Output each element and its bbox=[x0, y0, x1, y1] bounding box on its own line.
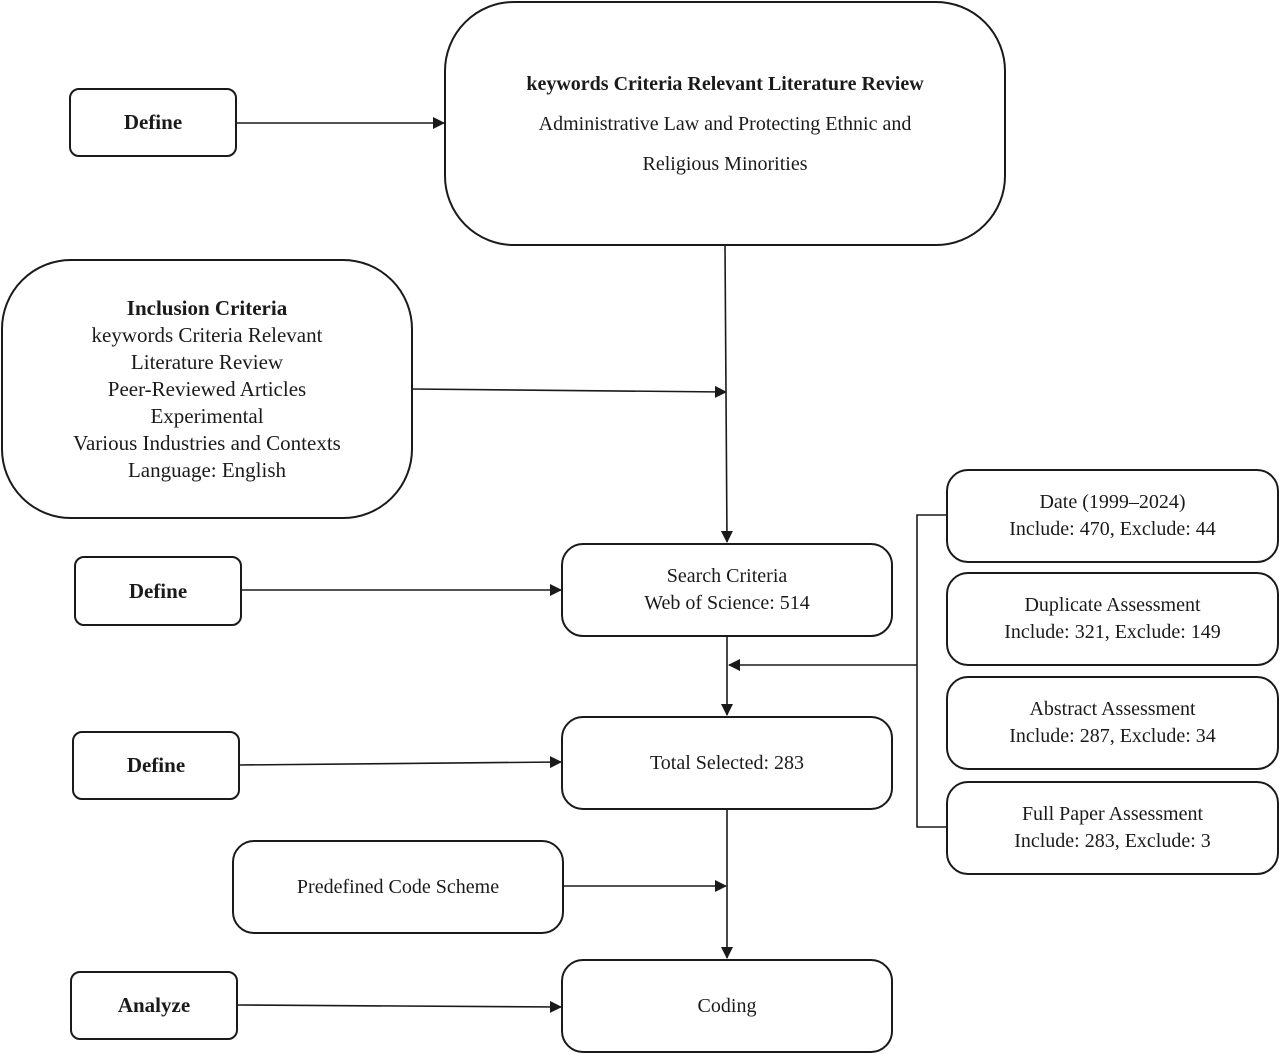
assessment-box-duplicate: Duplicate Assessment Include: 321, Exclu… bbox=[946, 572, 1279, 666]
define-box-2: Define bbox=[74, 556, 242, 626]
arrow-inclusion-to-flow bbox=[411, 385, 727, 398]
literature-review-line-2: Religious Minorities bbox=[642, 152, 808, 175]
assessment-title: Full Paper Assessment bbox=[1021, 803, 1204, 825]
assessment-counts: Include: 287, Exclude: 34 bbox=[1009, 725, 1216, 747]
arrow-analyze-to-coding bbox=[237, 1000, 562, 1013]
inclusion-item: Various Industries and Contexts bbox=[73, 430, 341, 455]
coding-label: Coding bbox=[697, 994, 757, 1017]
search-criteria-title: Search Criteria bbox=[666, 565, 788, 587]
assessment-box-full-paper: Full Paper Assessment Include: 283, Excl… bbox=[946, 781, 1279, 875]
assessment-box-date: Date (1999–2024) Include: 470, Exclude: … bbox=[946, 469, 1279, 563]
code-scheme-label: Predefined Code Scheme bbox=[296, 875, 500, 898]
assessment-box-abstract: Abstract Assessment Include: 287, Exclud… bbox=[946, 676, 1279, 770]
literature-review-box: keywords Criteria Relevant Literature Re… bbox=[444, 1, 1006, 246]
define-box-1: Define bbox=[69, 88, 237, 157]
search-criteria-count: Web of Science: 514 bbox=[644, 592, 810, 614]
define-label-1: Define bbox=[123, 110, 183, 134]
arrow-define-to-total bbox=[239, 756, 562, 769]
literature-review-title: keywords Criteria Relevant Literature Re… bbox=[526, 72, 924, 95]
inclusion-criteria-box: Inclusion Criteria keywords Criteria Rel… bbox=[1, 259, 413, 519]
assessment-counts: Include: 321, Exclude: 149 bbox=[1004, 621, 1221, 643]
inclusion-criteria-title: Inclusion Criteria bbox=[126, 295, 288, 320]
inclusion-item: keywords Criteria Relevant bbox=[91, 322, 323, 347]
inclusion-item: Literature Review bbox=[130, 349, 284, 374]
inclusion-item: Experimental bbox=[150, 403, 264, 428]
analyze-box: Analyze bbox=[70, 971, 238, 1040]
define-label-2: Define bbox=[128, 578, 188, 603]
total-selected-box: Total Selected: 283 bbox=[561, 716, 893, 810]
assessment-title: Date (1999–2024) bbox=[1039, 491, 1186, 513]
search-criteria-box: Search Criteria Web of Science: 514 bbox=[561, 543, 893, 637]
total-selected-label: Total Selected: 283 bbox=[649, 751, 805, 774]
analyze-label: Analyze bbox=[117, 993, 191, 1017]
arrow-review-to-search bbox=[720, 244, 733, 543]
code-scheme-box: Predefined Code Scheme bbox=[232, 840, 564, 934]
define-box-3: Define bbox=[72, 731, 240, 800]
assessments-bracket bbox=[916, 514, 946, 828]
assessment-title: Abstract Assessment bbox=[1029, 698, 1196, 720]
inclusion-item: Peer-Reviewed Articles bbox=[107, 376, 307, 401]
assessment-title: Duplicate Assessment bbox=[1024, 594, 1201, 616]
define-label-3: Define bbox=[126, 753, 186, 777]
literature-review-line-1: Administrative Law and Protecting Ethnic… bbox=[538, 112, 912, 135]
assessment-counts: Include: 283, Exclude: 3 bbox=[1014, 830, 1211, 852]
inclusion-item: Language: English bbox=[127, 457, 287, 482]
coding-box: Coding bbox=[561, 959, 893, 1053]
assessment-counts: Include: 470, Exclude: 44 bbox=[1009, 518, 1216, 540]
